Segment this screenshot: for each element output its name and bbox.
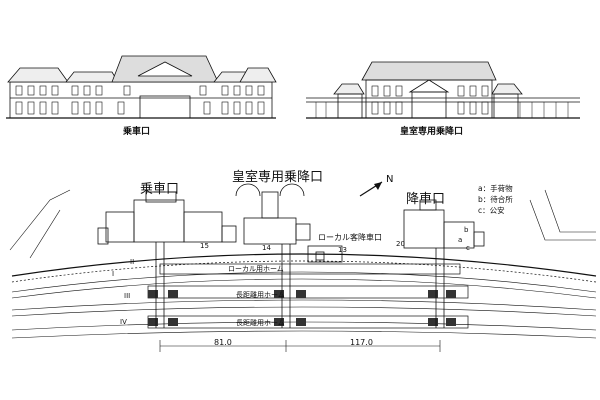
bay-number: 20: [396, 240, 405, 248]
right-elevation-caption: 皇室専用乗降口: [400, 127, 464, 137]
room-letter: b: [464, 226, 469, 234]
track-number: III: [124, 292, 131, 300]
long-platform-label-2: 長距離用ホーム: [236, 319, 285, 327]
imperial-building: [235, 183, 311, 245]
boarding-building: [97, 191, 237, 245]
alighting-label: 降車口: [406, 192, 446, 207]
track-number: IV: [120, 318, 127, 326]
local-platform-label: ローカル用ホーム: [228, 265, 284, 273]
room-letter: c: [466, 244, 470, 252]
left-elevation-caption: 乗車口: [123, 127, 151, 137]
dimension-label: 81.0: [214, 338, 232, 347]
legend-item: a：手荷物: [478, 184, 513, 193]
alighting-building: [403, 199, 485, 249]
dimension-label: 117.0: [350, 338, 373, 347]
north-label: N: [386, 174, 394, 185]
legend: a：手荷物 b：待合所 c：公安: [478, 183, 513, 216]
track-number: II: [130, 258, 135, 266]
left-elevation-drawing: [6, 55, 277, 119]
room-letter: a: [458, 236, 463, 244]
local-entrance-label: ローカル客降車口: [318, 233, 382, 242]
imperial-label: 皇室専用乗降口: [232, 170, 324, 185]
bay-number: 13: [338, 246, 347, 254]
long-platform-label-1: 長距離用ホーム: [236, 291, 285, 299]
legend-item: c：公安: [478, 206, 505, 215]
legend-item: b：待合所: [478, 195, 513, 204]
right-elevation-drawing: [306, 61, 580, 119]
bay-number: 15: [200, 242, 209, 250]
bay-number: 14: [262, 244, 271, 252]
boarding-label: 乗車口: [140, 182, 180, 197]
track-number: I: [112, 270, 115, 278]
site-plan: [9, 181, 597, 352]
